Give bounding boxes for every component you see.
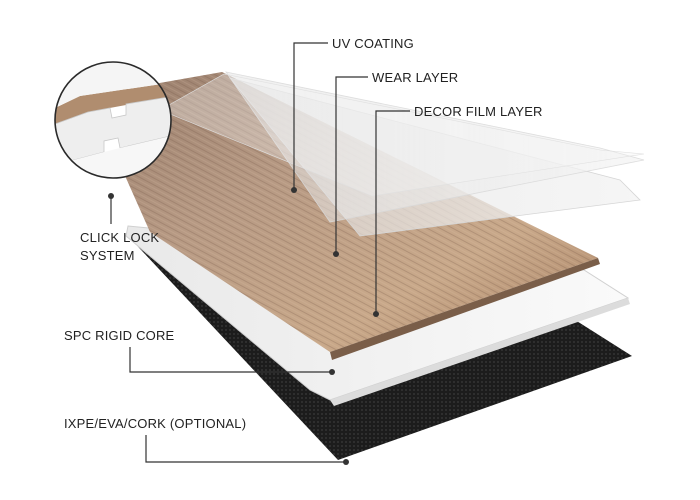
leader-click-lock	[108, 193, 114, 224]
label-uv-coating: UV COATING	[332, 36, 414, 51]
leader-wear-layer	[333, 76, 368, 257]
label-wear-layer: WEAR LAYER	[372, 70, 458, 85]
label-underlay: IXPE/EVA/CORK (OPTIONAL)	[64, 416, 246, 431]
label-click-lock-line2: SYSTEM	[80, 248, 135, 263]
click-lock-magnifier	[54, 61, 172, 179]
leader-spc-rigid-core	[129, 347, 335, 375]
label-click-lock-line1: CLICK LOCK	[80, 230, 159, 245]
label-decor-film-layer: DECOR FILM LAYER	[414, 104, 543, 119]
label-spc-rigid-core: SPC RIGID CORE	[64, 328, 175, 343]
leader-uv-coating	[291, 42, 328, 193]
leader-decor-film-layer	[373, 110, 410, 317]
uv-coating-layer	[159, 73, 645, 197]
wear-layer	[225, 71, 645, 223]
leader-underlay	[145, 435, 349, 465]
